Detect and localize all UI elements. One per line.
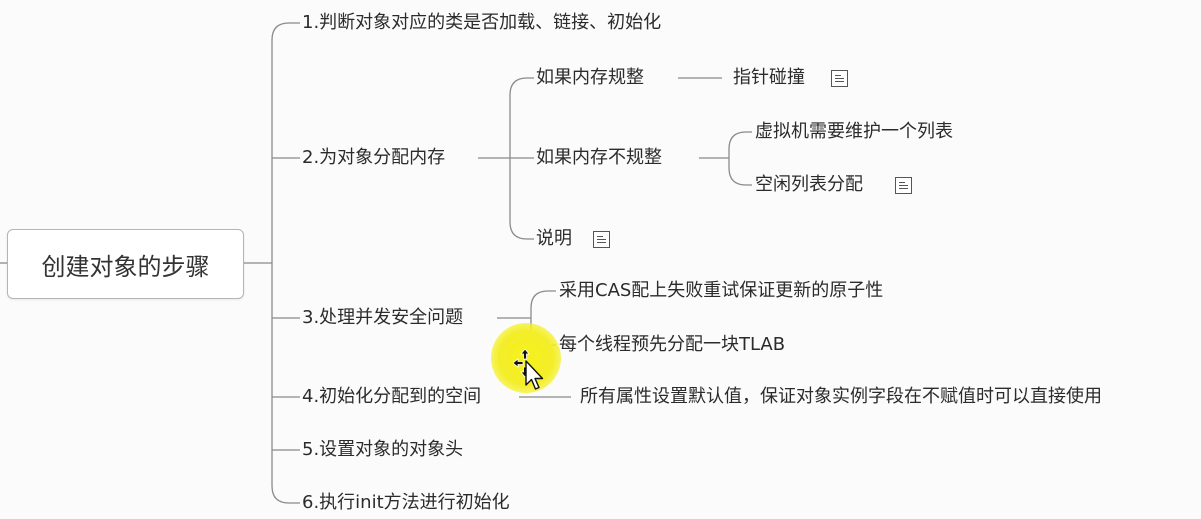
bump-pointer-node[interactable]: 指针碰撞 — [733, 67, 805, 89]
memory-irregular-node[interactable]: 如果内存不规整 — [536, 147, 662, 169]
tlab-node[interactable]: 每个线程预先分配一块TLAB — [559, 334, 785, 356]
free-list-alloc-label: 空闲列表分配 — [755, 174, 863, 195]
root-node[interactable]: 创建对象的步骤 — [7, 229, 244, 299]
step-5-label: 5.设置对象的对象头 — [302, 439, 464, 460]
memory-regular-label: 如果内存规整 — [536, 67, 644, 88]
note-icon[interactable] — [593, 231, 610, 248]
step-1-label: 1.判断对象对应的类是否加载、链接、初始化 — [302, 12, 662, 33]
memory-irregular-label: 如果内存不规整 — [536, 147, 662, 168]
vm-free-list-node[interactable]: 虚拟机需要维护一个列表 — [755, 121, 953, 143]
root-label: 创建对象的步骤 — [41, 252, 210, 281]
step-1-node[interactable]: 1.判断对象对应的类是否加载、链接、初始化 — [302, 12, 661, 34]
step-3-label: 3.处理并发安全问题 — [302, 307, 464, 328]
step-6-label: 6.执行init方法进行初始化 — [302, 492, 510, 513]
free-list-alloc-node[interactable]: 空闲列表分配 — [755, 174, 863, 196]
memory-note-node[interactable]: 说明 — [536, 228, 572, 250]
step-6-node[interactable]: 6.执行init方法进行初始化 — [302, 492, 510, 514]
memory-regular-node[interactable]: 如果内存规整 — [536, 67, 644, 89]
tlab-label: 每个线程预先分配一块TLAB — [559, 334, 786, 355]
step-2-node[interactable]: 2.为对象分配内存 — [302, 147, 445, 169]
default-values-node[interactable]: 所有属性设置默认值，保证对象实例字段在不赋值时可以直接使用 — [580, 386, 1102, 408]
step-4-label: 4.初始化分配到的空间 — [302, 386, 482, 407]
note-icon[interactable] — [895, 177, 912, 194]
cas-retry-node[interactable]: 采用CAS配上失败重试保证更新的原子性 — [559, 280, 883, 302]
memory-note-label: 说明 — [536, 228, 572, 249]
vm-free-list-label: 虚拟机需要维护一个列表 — [755, 121, 953, 142]
step-3-node[interactable]: 3.处理并发安全问题 — [302, 307, 463, 329]
step-5-node[interactable]: 5.设置对象的对象头 — [302, 439, 463, 461]
step-2-label: 2.为对象分配内存 — [302, 147, 446, 168]
default-values-label: 所有属性设置默认值，保证对象实例字段在不赋值时可以直接使用 — [580, 386, 1102, 407]
move-cursor-icon — [513, 349, 544, 390]
note-icon[interactable] — [831, 70, 848, 87]
bump-pointer-label: 指针碰撞 — [733, 67, 805, 88]
step-4-node[interactable]: 4.初始化分配到的空间 — [302, 386, 481, 408]
cas-retry-label: 采用CAS配上失败重试保证更新的原子性 — [559, 280, 884, 301]
